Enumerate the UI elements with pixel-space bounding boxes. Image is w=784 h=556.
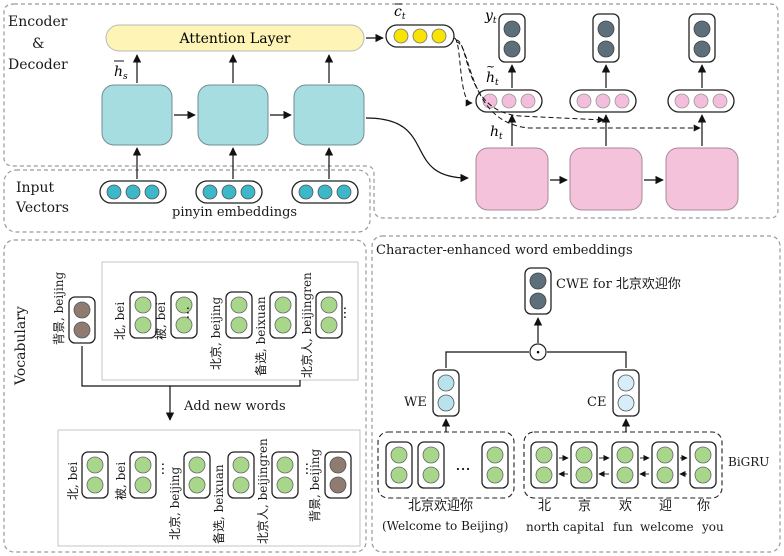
input-dot — [221, 184, 237, 200]
combine-operator — [529, 343, 547, 361]
encoder-cell-1 — [101, 84, 173, 146]
decoder-cell-2 — [569, 147, 643, 211]
ampersand-label: & — [32, 36, 45, 52]
cwe-title: Character-enhanced word embeddings — [376, 243, 633, 258]
char-group — [523, 431, 723, 499]
vocab-top-item-1: 北, bei — [113, 301, 127, 340]
decoder-cell-3 — [665, 147, 739, 211]
input-vectors-region — [3, 169, 371, 233]
new-word-dot — [73, 301, 91, 319]
context-dot — [431, 28, 447, 44]
gloss-3: fun — [613, 520, 633, 534]
h-tilde-t-label: ht — [486, 70, 499, 88]
output-dot — [693, 20, 711, 38]
gloss-5: you — [702, 520, 724, 534]
vectors-label: Vectors — [16, 200, 69, 216]
char-3: 欢 — [619, 499, 633, 514]
attention-layer — [105, 24, 365, 52]
char-1: 北 — [538, 499, 552, 514]
decoder-label: Decoder — [8, 57, 68, 73]
context-dot — [412, 28, 428, 44]
vocab-top-ellipsis-2: ... — [340, 306, 356, 320]
gloss-4: welcome — [640, 520, 694, 534]
c-t-label: ct — [394, 4, 406, 22]
combine-operator-symbol: · — [536, 345, 541, 361]
hidden-dot — [595, 93, 611, 109]
ce-label: CE — [587, 395, 607, 410]
word-group-ellipsis: ... — [455, 455, 470, 474]
vocab-top-item-4: 备选, beixuan — [254, 296, 268, 376]
word-group — [377, 431, 515, 499]
output-dot — [597, 40, 615, 58]
tilde-mark: ~ — [486, 60, 495, 73]
hidden-dot — [501, 93, 517, 109]
vocab-bottom-item-5: 北京人, beijingren — [256, 438, 270, 544]
hidden-dot — [520, 93, 536, 109]
char-5: 你 — [697, 499, 711, 514]
hidden-dot — [482, 93, 498, 109]
encoder-label: Encoder — [8, 14, 68, 30]
y-t-label: yt — [484, 8, 497, 26]
h-s-label: hs — [114, 64, 128, 82]
hidden-dot — [674, 93, 690, 109]
vocab-new-item-label: 背景, beijing — [52, 271, 66, 345]
hidden-dot — [576, 93, 592, 109]
input-dot — [317, 184, 333, 200]
word-label: 北京欢迎你 — [408, 499, 474, 514]
encoder-cell-3 — [293, 84, 365, 146]
word-translation: (Welcome to Beijing) — [382, 519, 509, 533]
vocabulary-title: Vocabulary — [13, 306, 29, 385]
char-2: 京 — [578, 499, 592, 514]
vocab-bottom-item-1: 北, bei — [66, 461, 80, 500]
vocabulary-region — [3, 239, 367, 553]
input-dot — [144, 184, 160, 200]
vocab-bottom-item-2: 被, bei — [114, 461, 128, 500]
vocab-top-item-3: 北京, beijing — [209, 296, 223, 370]
vocab-bottom-item-6: 背景, beijing — [308, 448, 322, 522]
char-4: 迎 — [659, 499, 673, 514]
output-dot — [693, 40, 711, 58]
hidden-dot — [693, 93, 709, 109]
vocab-top-ellipsis: ... — [183, 306, 199, 320]
gloss-2: capital — [563, 520, 605, 534]
input-dot — [106, 184, 122, 200]
input-dot — [202, 184, 218, 200]
hidden-dot — [614, 93, 630, 109]
encoder-decoder-region — [3, 3, 779, 219]
output-dot — [597, 20, 615, 38]
context-dot — [393, 28, 409, 44]
input-label: Input — [16, 180, 55, 196]
new-word-dot — [73, 321, 91, 339]
vocab-bottom-item-3: 北京, beijing — [168, 466, 182, 540]
input-dot — [240, 184, 256, 200]
gloss-1: north — [526, 520, 560, 534]
hidden-dot — [712, 93, 728, 109]
we-label: WE — [404, 395, 427, 410]
input-dot — [298, 184, 314, 200]
add-new-words-label: Add new words — [184, 399, 286, 414]
vocab-top-item-5: 北京人, beijingren — [300, 272, 314, 378]
output-dot — [503, 20, 521, 38]
vocab-top-item-2: 被, bei — [154, 301, 168, 340]
encoder-cell-2 — [197, 84, 269, 146]
bigru-label: BiGRU — [728, 455, 770, 469]
cwe-output-label: CWE for 北京欢迎你 — [556, 277, 681, 292]
input-dot — [336, 184, 352, 200]
vocab-bottom-item-4: 备选, beixuan — [212, 464, 226, 544]
output-dot — [503, 40, 521, 58]
decoder-cell-1 — [475, 147, 549, 211]
h-t-label: ht — [490, 124, 503, 142]
pinyin-caption: pinyin embeddings — [172, 205, 298, 220]
input-dot — [125, 184, 141, 200]
attention-layer-label: Attention Layer — [179, 31, 291, 47]
